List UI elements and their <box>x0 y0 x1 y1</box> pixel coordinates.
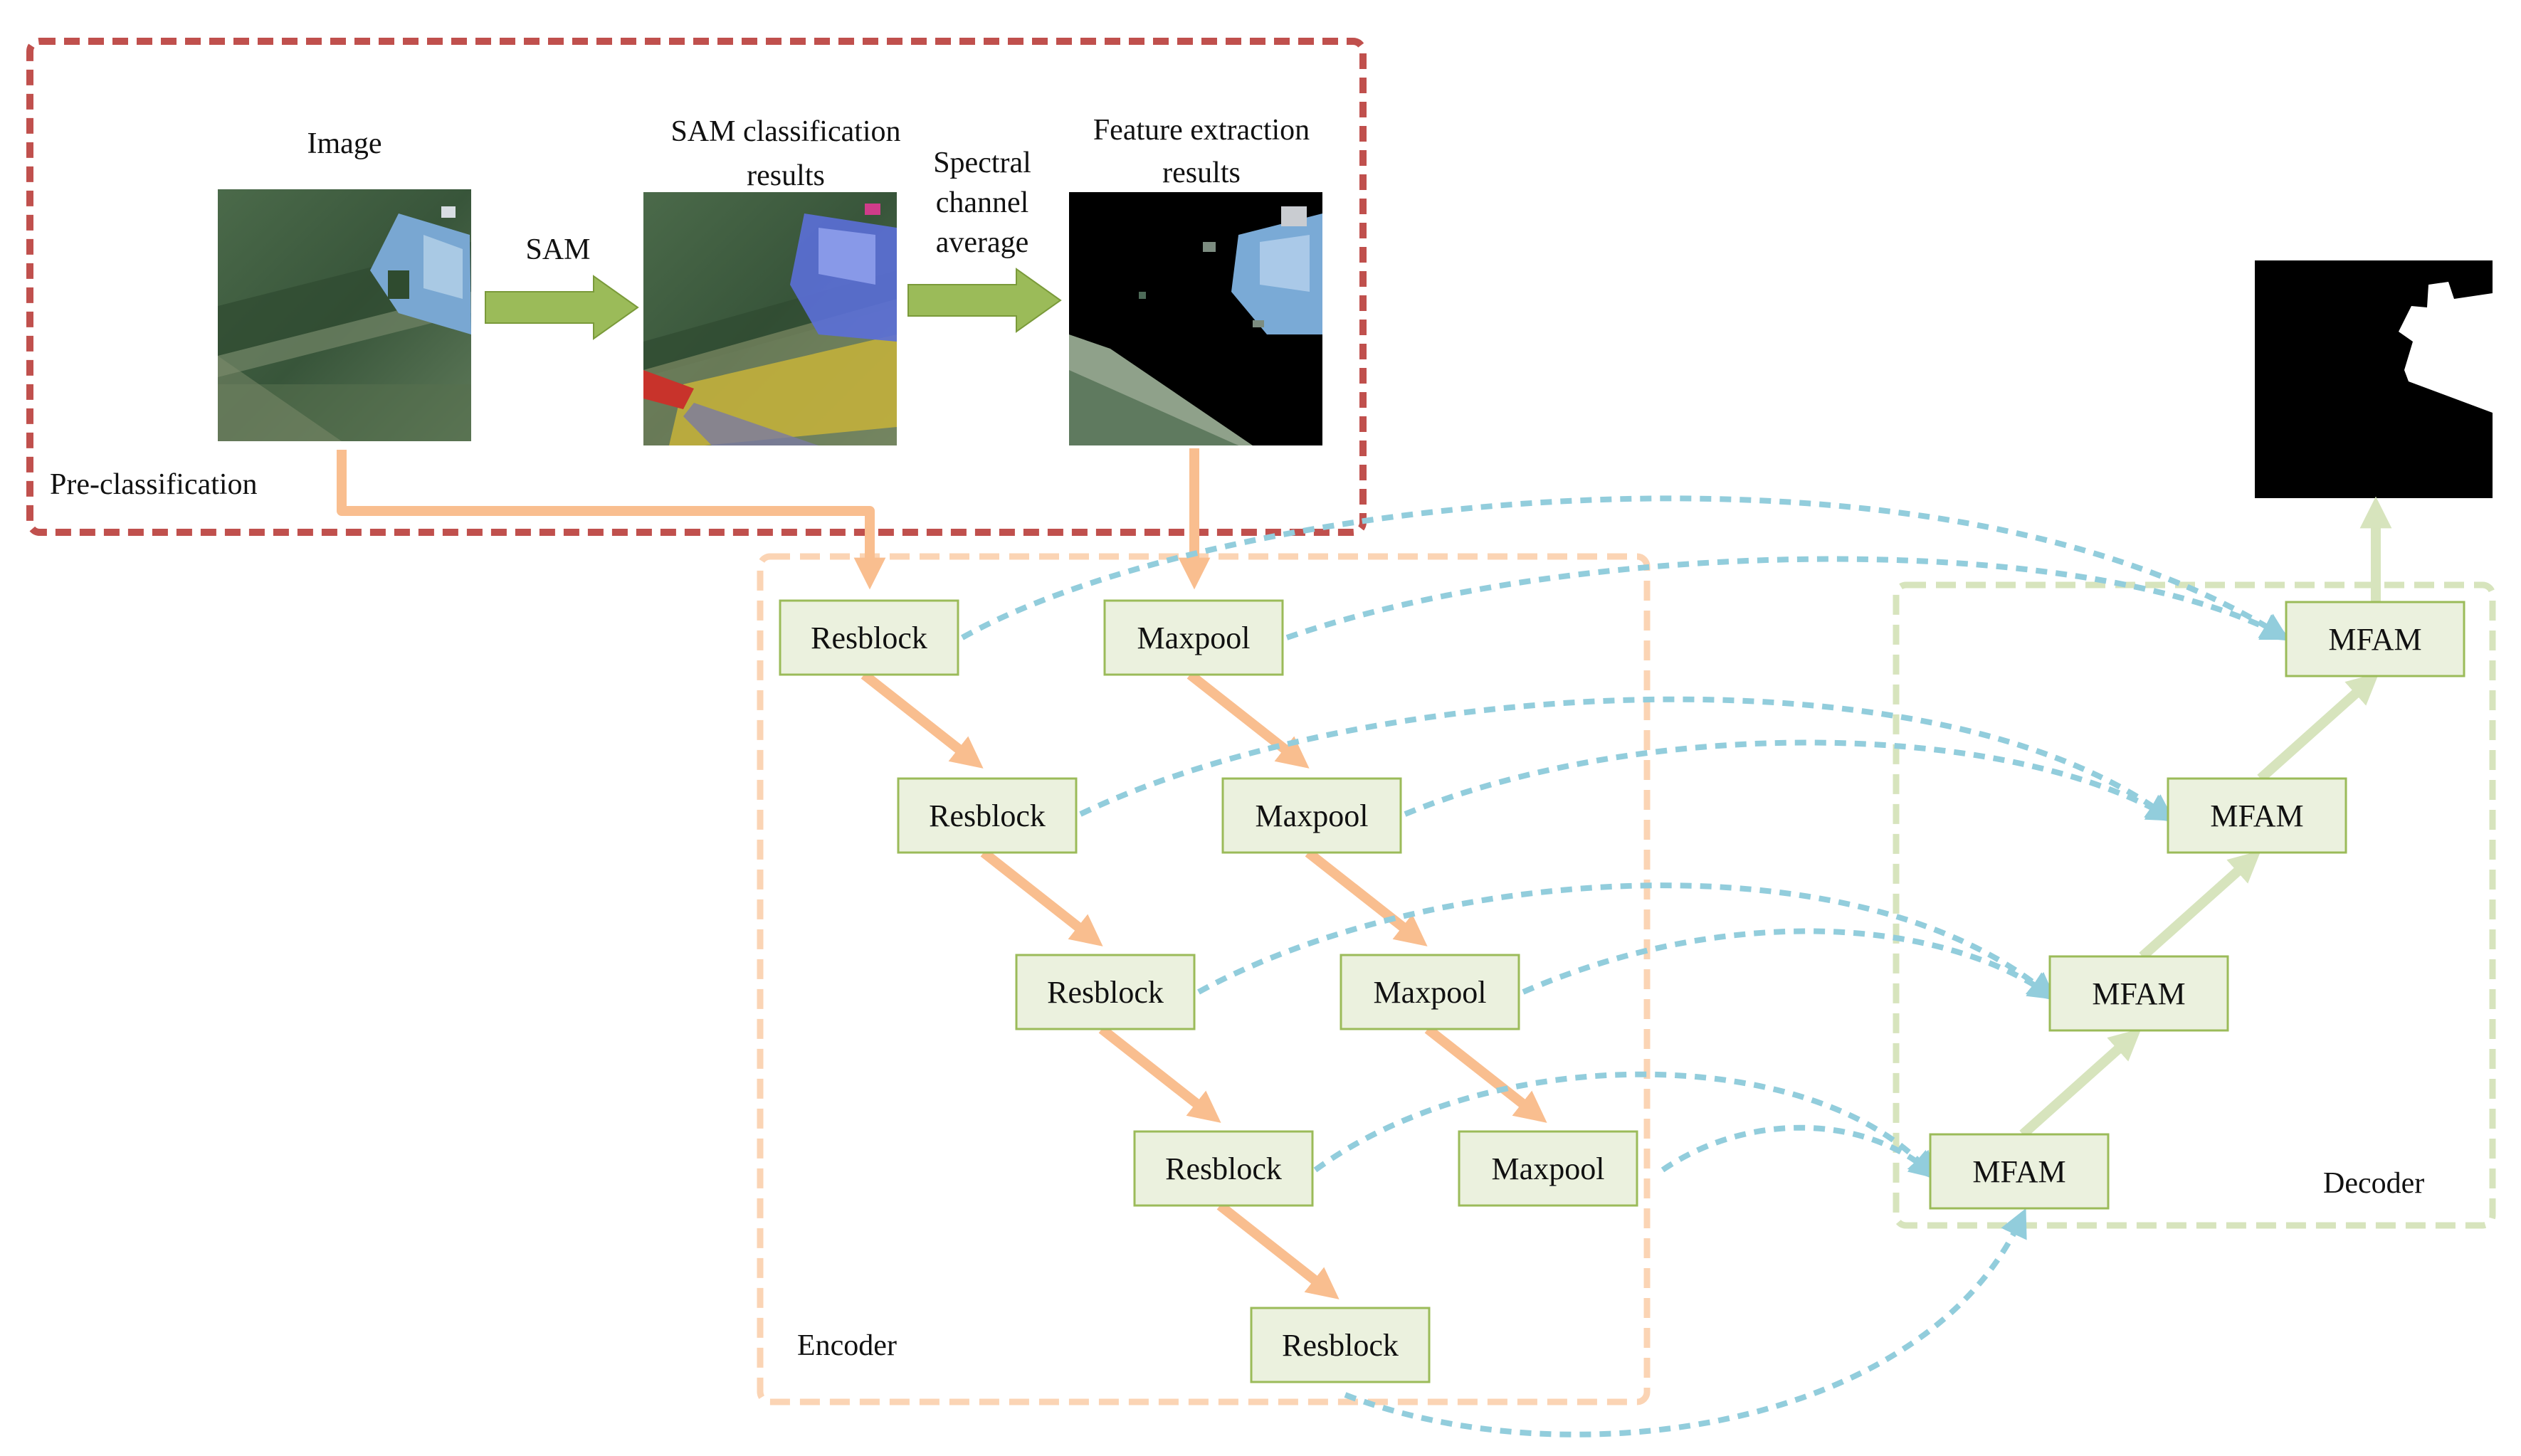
mfam-2: MFAM <box>2167 777 2347 854</box>
spectral-label-3: average <box>936 226 1029 259</box>
svg-text:Maxpool: Maxpool <box>1137 621 1251 655</box>
spectral-label-2: channel <box>936 186 1029 219</box>
image-to-resblock-connector <box>337 450 886 590</box>
resblock-4: Resblock <box>1133 1130 1314 1207</box>
skip-resblock-1-to-mfam-1 <box>961 495 2290 641</box>
mfam-1: MFAM <box>2285 601 2465 677</box>
sam-classification-image <box>643 192 897 445</box>
feature-extraction-image <box>1069 192 1322 445</box>
preclassification-label: Pre-classification <box>50 468 258 501</box>
skip-maxpool-1-to-mfam-1 <box>1285 556 2290 640</box>
maxpool-1-to-2-arrow <box>1186 670 1310 769</box>
maxpool-3-to-4-arrow <box>1424 1025 1547 1123</box>
svg-text:MFAM: MFAM <box>2328 622 2421 657</box>
resblock-3-to-4-arrow <box>1098 1025 1221 1123</box>
skip-maxpool-3-to-mfam-3 <box>1522 928 2058 1000</box>
skip-maxpool-2-to-mfam-2 <box>1404 739 2177 821</box>
decoder-group <box>1893 581 2496 1229</box>
mfam-3-to-2-arrow <box>2139 850 2261 961</box>
preclassification-group <box>26 38 1367 536</box>
svg-text:MFAM: MFAM <box>2092 976 2185 1011</box>
sam-arrow-label: SAM <box>525 233 590 266</box>
feature-label-1: Feature extraction <box>1093 114 1310 147</box>
svg-text:Maxpool: Maxpool <box>1374 975 1487 1010</box>
resblock-5: Resblock <box>1250 1307 1431 1383</box>
svg-text:Resblock: Resblock <box>929 798 1046 833</box>
maxpool-4: Maxpool <box>1458 1130 1638 1207</box>
skip-resblock-2-to-mfam-2 <box>1079 696 2176 823</box>
resblock-2-to-3-arrow <box>980 848 1103 946</box>
feature-label-2: results <box>1162 157 1241 189</box>
svg-text:Resblock: Resblock <box>811 621 927 655</box>
spectral-label-1: Spectral <box>933 147 1031 179</box>
output-mask-image <box>2255 260 2493 498</box>
mfam-2-to-1-arrow <box>2257 672 2379 783</box>
image-label: Image <box>307 127 382 160</box>
svg-text:Maxpool: Maxpool <box>1492 1151 1605 1186</box>
resblock-1-to-2-arrow <box>860 670 984 769</box>
sam-arrow <box>485 275 639 340</box>
svg-text:Resblock: Resblock <box>1165 1151 1282 1186</box>
resblock-1: Resblock <box>779 599 959 676</box>
maxpool-1: Maxpool <box>1103 599 1284 676</box>
mfam-4-to-3-arrow <box>2019 1028 2142 1139</box>
encoder-label: Encoder <box>797 1329 897 1362</box>
mfam-4: MFAM <box>1929 1133 2110 1210</box>
mfam-3: MFAM <box>2048 955 2229 1032</box>
skip-resblock-5-to-mfam-4 <box>1344 1208 2027 1437</box>
svg-text:Resblock: Resblock <box>1282 1328 1399 1363</box>
resblock-2: Resblock <box>897 777 1078 854</box>
svg-text:MFAM: MFAM <box>2210 798 2303 833</box>
sam-results-label-1: SAM classification <box>670 115 900 148</box>
input-image <box>218 189 471 441</box>
sam-results-label-2: results <box>747 159 825 192</box>
skip-resblock-3-to-mfam-3 <box>1197 882 2057 1001</box>
maxpool-2: Maxpool <box>1221 777 1402 854</box>
encoder-group <box>757 553 1651 1405</box>
maxpool-3: Maxpool <box>1340 954 1520 1030</box>
decoder-label: Decoder <box>2323 1167 2424 1200</box>
resblock-3: Resblock <box>1015 954 1196 1030</box>
svg-text:Maxpool: Maxpool <box>1256 798 1369 833</box>
svg-text:MFAM: MFAM <box>1972 1154 2065 1189</box>
skip-maxpool-4-to-mfam-4 <box>1661 1124 1939 1179</box>
maxpool-2-to-3-arrow <box>1305 848 1428 946</box>
resblock-4-to-5-arrow <box>1216 1201 1340 1299</box>
spectral-average-arrow <box>907 268 1062 333</box>
svg-text:Resblock: Resblock <box>1047 975 1164 1010</box>
